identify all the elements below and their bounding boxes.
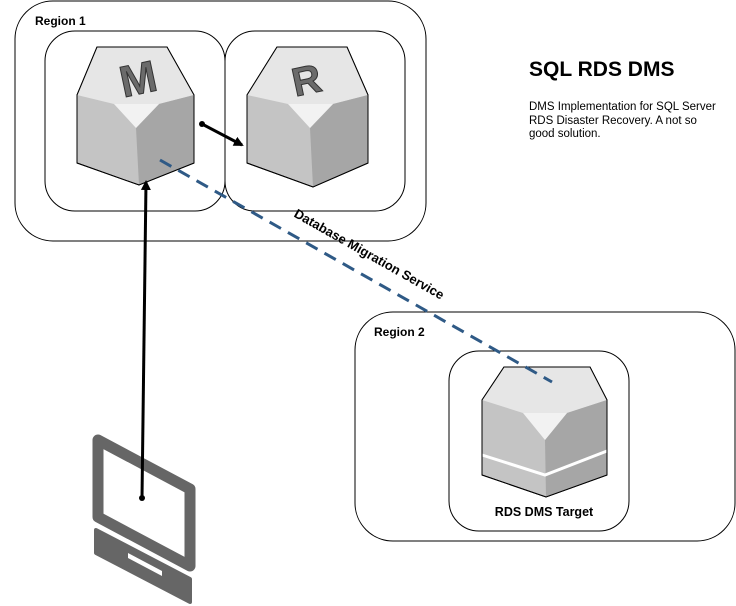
region-2-label: Region 2 — [374, 325, 425, 339]
database-primary-icon: M — [76, 46, 195, 186]
client-computer-icon — [92, 434, 196, 604]
target-node-box — [448, 350, 630, 532]
replication-arrow — [201, 122, 244, 147]
region-2-box — [354, 311, 736, 542]
diagram-title: SQL RDS DMS — [529, 58, 675, 81]
dms-connection — [159, 158, 553, 384]
database-replica-icon: R — [246, 46, 369, 188]
dms-label: Database Migration Service — [292, 206, 447, 303]
replica-node-box — [224, 30, 406, 212]
diagram-description: DMS Implementation for SQL Server RDS Di… — [529, 101, 716, 140]
primary-letter: M — [115, 52, 161, 108]
region-1-label: Region 1 — [35, 14, 86, 28]
client-connection-arrow — [140, 180, 151, 499]
database-target-icon — [481, 366, 608, 498]
region-1-box — [14, 0, 427, 242]
target-node-label: RDS DMS Target — [494, 505, 594, 519]
